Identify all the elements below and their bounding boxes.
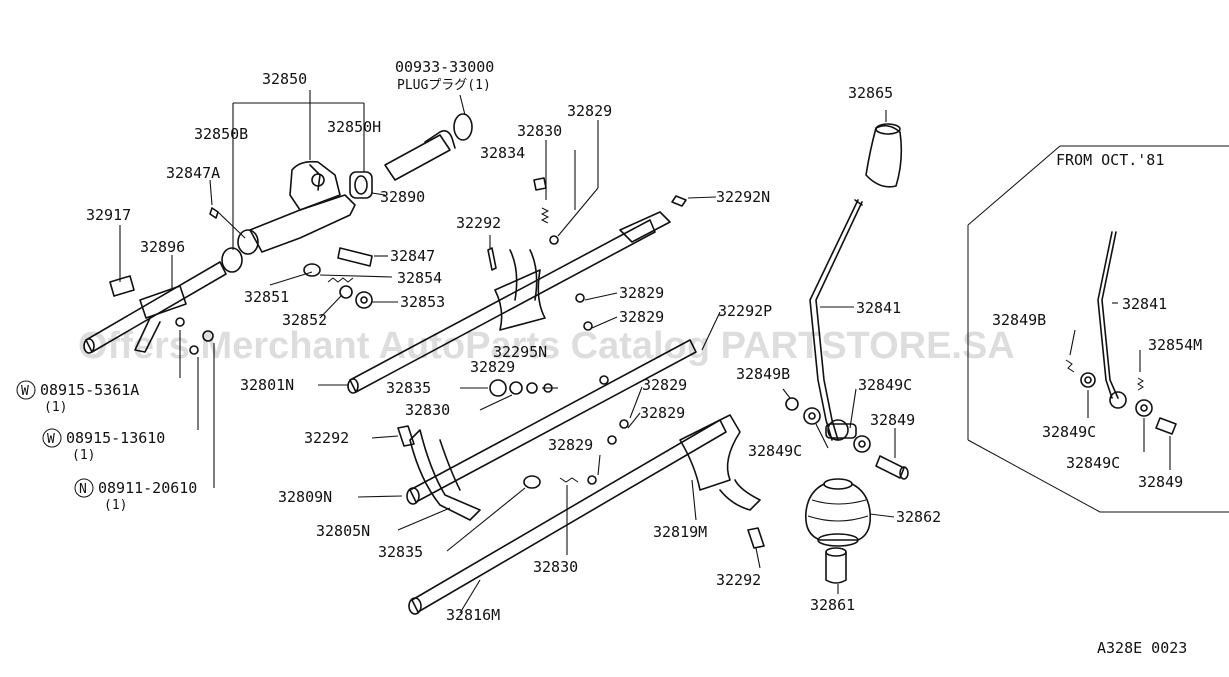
inset-label-32849b: 32849B [992, 311, 1046, 329]
inset-label-32841: 32841 [1122, 295, 1167, 313]
inset-title: FROM OCT.'81 [1056, 151, 1164, 169]
washer-marker-1 [16, 380, 36, 400]
label-32829-d: 32829 [470, 358, 515, 376]
label-32849c-b: 32849C [748, 442, 802, 460]
inset-frame [967, 145, 1229, 513]
left-rod-assembly [83, 261, 227, 355]
label-32829-top: 32829 [567, 102, 612, 120]
label-32852: 32852 [282, 311, 327, 329]
label-32862: 32862 [896, 508, 941, 526]
label-08915-5361a-qty: (1) [44, 400, 67, 415]
label-32917: 32917 [86, 206, 131, 224]
label-32292-c: 32292 [716, 571, 761, 589]
label-32292p: 32292P [718, 302, 772, 320]
label-32829-g: 32829 [548, 436, 593, 454]
label-32854: 32854 [397, 269, 442, 287]
inset-lever [1065, 231, 1177, 435]
label-32849-a: 32849 [870, 411, 915, 429]
label-32851: 32851 [244, 288, 289, 306]
label-32849c-a: 32849C [858, 376, 912, 394]
label-08915-5361a: 08915-5361A [40, 381, 139, 399]
leader-lines [119, 90, 1171, 614]
label-32816m: 32816M [446, 606, 500, 624]
label-32292n-top: 32292N [716, 188, 770, 206]
label-32829-e: 32829 [642, 376, 687, 394]
lever-pivot-parts [785, 397, 909, 480]
watermark: Offers Merchant AutoParts Catalog PARTST… [78, 325, 1015, 367]
washer-marker-2-letter: W [47, 432, 55, 447]
inset-label-32849: 32849 [1138, 473, 1183, 491]
label-32847: 32847 [390, 247, 435, 265]
label-32849b: 32849B [736, 365, 790, 383]
inset-labels: FROM OCT.'81 32849B 32841 32854M 32849C … [992, 151, 1202, 491]
label-32829-c: 32829 [619, 308, 664, 326]
nut-marker [74, 478, 94, 498]
label-32850b: 32850B [194, 125, 248, 143]
label-32890: 32890 [380, 188, 425, 206]
label-08915-13610: 08915-13610 [66, 429, 165, 447]
inset-label-32849c-b: 32849C [1066, 454, 1120, 472]
label-08915-13610-qty: (1) [72, 448, 95, 463]
detent-parts [209, 207, 373, 309]
label-32865: 32865 [848, 84, 893, 102]
lower-shift-rod [408, 293, 765, 615]
label-32819m: 32819M [653, 523, 707, 541]
label-32809n: 32809N [278, 488, 332, 506]
label-32861: 32861 [810, 596, 855, 614]
nut-marker-letter: N [79, 482, 87, 497]
lever-boot [804, 478, 872, 547]
upper-shift-rod [347, 177, 687, 394]
label-32295n: 32295N [493, 343, 547, 361]
label-32850h: 32850H [327, 118, 381, 136]
label-32829-b: 32829 [619, 284, 664, 302]
label-32847a: 32847A [166, 164, 220, 182]
label-00933-33000: 00933-33000 [395, 58, 494, 76]
label-32834: 32834 [480, 144, 525, 162]
middle-shift-rod [397, 339, 697, 521]
lever-bushing [825, 547, 847, 584]
label-32292-top: 32292 [456, 214, 501, 232]
inset-label-32849c-a: 32849C [1042, 423, 1096, 441]
shift-lever [809, 199, 863, 441]
part-labels: 32850 00933-33000 PLUGプラグ(1) 32850B 3285… [16, 58, 941, 624]
label-32850: 32850 [262, 70, 307, 88]
washer-marker-1-letter: W [21, 384, 29, 399]
inset-label-32854m: 32854M [1148, 336, 1202, 354]
label-32830-c: 32830 [533, 558, 578, 576]
label-32896: 32896 [140, 238, 185, 256]
label-32805n: 32805N [316, 522, 370, 540]
label-32830-top: 32830 [517, 122, 562, 140]
shift-housing [221, 160, 373, 273]
label-32829-f: 32829 [640, 404, 685, 422]
plug-and-pin [384, 113, 473, 181]
label-32830-b: 32830 [405, 401, 450, 419]
diagram-code: A328E 0023 [1097, 639, 1187, 657]
washer-marker-2 [42, 428, 62, 448]
label-08911-20610-qty: (1) [104, 498, 127, 513]
label-32835-a: 32835 [386, 379, 431, 397]
label-plug: PLUGプラグ(1) [397, 78, 491, 93]
label-32835-b: 32835 [378, 543, 423, 561]
label-32853: 32853 [400, 293, 445, 311]
label-32801n: 32801N [240, 376, 294, 394]
label-08911-20610: 08911-20610 [98, 479, 197, 497]
shift-knob [865, 123, 903, 188]
label-32841: 32841 [856, 299, 901, 317]
label-32292-b: 32292 [304, 429, 349, 447]
